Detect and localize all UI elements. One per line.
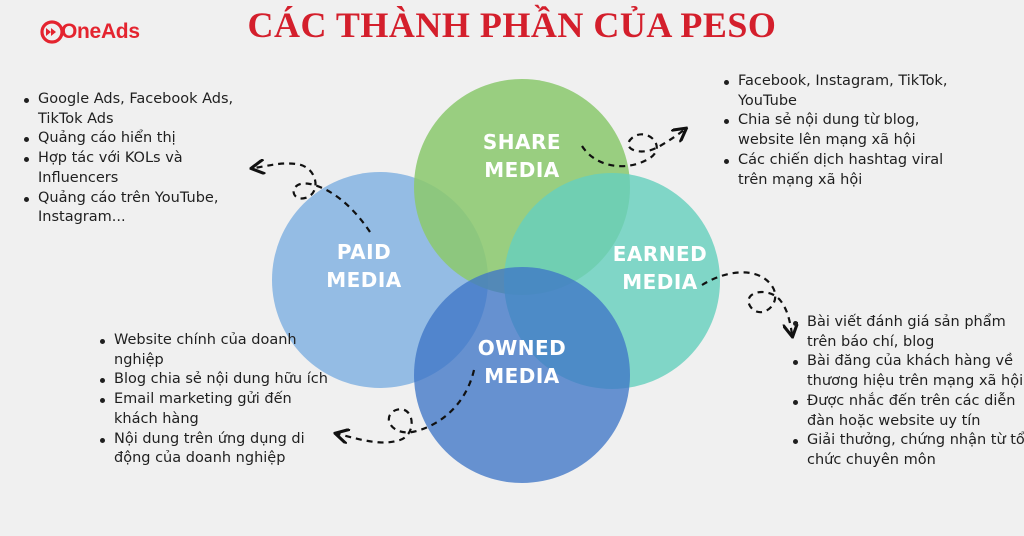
brand-logo: OneAds [40, 20, 140, 44]
list-item: Bài đăng của khách hàng về thương hiệu t… [793, 352, 1024, 391]
list-item: Email marketing gửi đến khách hàng [100, 390, 339, 429]
brand-name: OneAds [61, 20, 140, 43]
page-title: CÁC THÀNH PHẦN CỦA PESO [247, 5, 777, 45]
owned-media-list: Website chính của doanh nghiệp Blog chia… [96, 331, 339, 469]
oneads-logo-icon [40, 20, 64, 44]
earned-media-label: EARNED MEDIA [612, 242, 708, 294]
list-item: Website chính của doanh nghiệp [100, 331, 339, 370]
list-item: Nội dung trên ứng dụng di động của doanh… [100, 430, 339, 469]
paid-media-label: PAID MEDIA [326, 240, 402, 292]
share-media-list: Facebook, Instagram, TikTok, YouTube Chi… [720, 72, 968, 190]
owned-media-label: OWNED MEDIA [477, 336, 567, 388]
earned-arrow [701, 271, 792, 334]
list-item: Google Ads, Facebook Ads, TikTok Ads [24, 90, 248, 129]
list-item: Bài viết đánh giá sản phẩm trên báo chí,… [793, 313, 1024, 352]
list-item: Các chiến dịch hashtag viral trên mạng x… [724, 151, 968, 190]
list-item: Chia sẻ nội dung từ blog, website lên mạ… [724, 111, 968, 150]
paid-arrow [254, 163, 371, 233]
list-item: Được nhắc đến trên các diễn đàn hoặc web… [793, 392, 1024, 431]
list-item: Hợp tác với KOLs và Influencers [24, 149, 248, 188]
list-item: Quảng cáo hiển thị [24, 129, 248, 149]
owned-arrow [338, 369, 476, 442]
owned-media-circle [414, 267, 630, 483]
list-item: Facebook, Instagram, TikTok, YouTube [724, 72, 968, 111]
paid-media-list: Google Ads, Facebook Ads, TikTok Ads Quả… [20, 90, 248, 228]
share-arrow [581, 130, 684, 168]
list-item: Quảng cáo trên YouTube, Instagram... [24, 189, 248, 228]
list-item: Blog chia sẻ nội dung hữu ích [100, 370, 339, 390]
earned-media-list: Bài viết đánh giá sản phẩm trên báo chí,… [789, 313, 1024, 471]
list-item: Giải thưởng, chứng nhận từ tổ chức chuyê… [793, 431, 1024, 470]
share-media-label: SHARE MEDIA [482, 130, 562, 182]
